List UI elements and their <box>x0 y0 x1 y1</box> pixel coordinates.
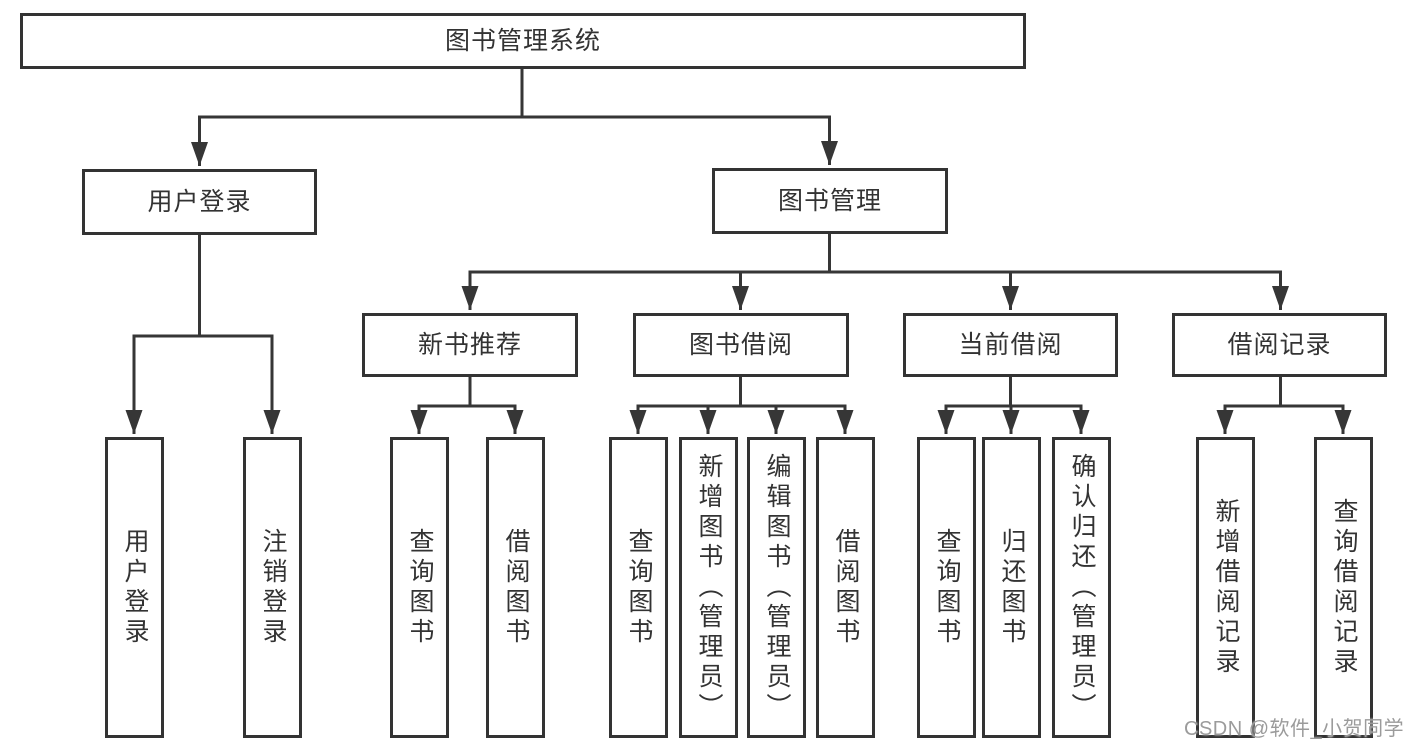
node-user-login: 用户登录 <box>82 169 317 235</box>
leaf-current-query-books: 查询图书 <box>917 437 976 738</box>
leaf-logout: 注销登录 <box>243 437 302 738</box>
connector-user-login-children <box>125 234 281 434</box>
csdn-watermark: CSDN @软件_小贺同学 <box>1184 718 1405 740</box>
connector-new-book-children <box>410 376 524 434</box>
leaf-records-query-record: 查询借阅记录 <box>1314 437 1373 738</box>
leaf-user-login: 用户登录 <box>105 437 164 738</box>
node-book-borrowing: 图书借阅 <box>633 313 849 377</box>
connector-borrowing-records-children <box>1216 376 1352 434</box>
leaf-borrowing-edit-books-admin: 编辑图书（管理员） <box>747 437 806 738</box>
leaf-borrowing-query-books: 查询图书 <box>609 437 668 738</box>
leaf-current-return-books: 归还图书 <box>982 437 1041 738</box>
node-current-borrowing: 当前借阅 <box>903 313 1118 377</box>
leaf-borrowing-add-books-admin: 新增图书（管理员） <box>679 437 738 738</box>
leaf-borrowing-borrow-books: 借阅图书 <box>816 437 875 738</box>
leaf-records-add-record: 新增借阅记录 <box>1196 437 1255 738</box>
leaf-newbook-query-books: 查询图书 <box>390 437 449 738</box>
connector-book-borrowing-children <box>629 376 854 434</box>
leaf-current-confirm-return-admin: 确认归还（管理员） <box>1052 437 1111 738</box>
node-library-management-system: 图书管理系统 <box>20 13 1026 69</box>
connector-root-to-level2 <box>191 66 838 166</box>
leaf-newbook-borrow-books: 借阅图书 <box>486 437 545 738</box>
node-new-book-recommendation: 新书推荐 <box>362 313 578 377</box>
connector-book-management-children <box>461 233 1289 310</box>
node-borrowing-records: 借阅记录 <box>1172 313 1387 377</box>
node-book-management: 图书管理 <box>712 168 948 234</box>
connector-current-borrowing-children <box>937 376 1090 434</box>
